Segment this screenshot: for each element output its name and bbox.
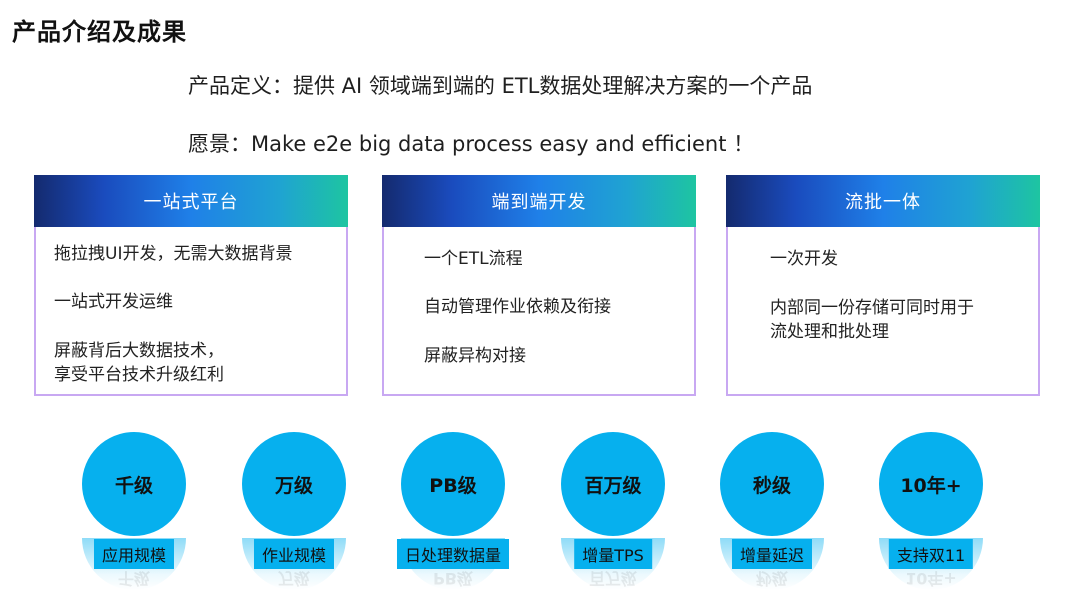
card-stream-batch-unified: 流批一体 一次开发 内部同一份存储可同时用于 流处理和批处理 xyxy=(726,175,1040,396)
stat-value-circle: PB级 xyxy=(401,432,505,536)
stat-value-circle: 百万级 xyxy=(561,432,665,536)
card-header: 一站式平台 xyxy=(34,175,348,227)
stat-job-scale: 万级 万级 作业规模 xyxy=(234,432,354,602)
stat-label: 增量TPS xyxy=(574,539,652,569)
stat-label: 应用规模 xyxy=(93,539,175,569)
stat-incremental-latency: 秒级 秒级 增量延迟 xyxy=(712,432,832,602)
card-end-to-end-dev: 端到端开发 一个ETL流程 自动管理作业依赖及衔接 屏蔽异构对接 xyxy=(382,175,696,396)
product-definition: 产品定义：提供 AI 领域端到端的 ETL数据处理解决方案的一个产品 xyxy=(188,74,813,98)
card-item: 屏蔽背后大数据技术， xyxy=(54,341,224,361)
card-header: 流批一体 xyxy=(726,175,1040,227)
card-item: 拖拉拽UI开发，无需大数据背景 xyxy=(54,244,293,264)
stat-value-circle: 10年+ xyxy=(879,432,983,536)
card-item: 屏蔽异构对接 xyxy=(424,346,526,366)
stat-value-circle: 万级 xyxy=(242,432,346,536)
card-header: 端到端开发 xyxy=(382,175,696,227)
stat-app-scale: 千级 千级 应用规模 xyxy=(74,432,194,602)
stat-double11-support: 10年+ 10年+ 支持双11 xyxy=(871,432,991,602)
card-item: 一站式开发运维 xyxy=(54,292,173,312)
product-vision: 愿景：Make e2e big data process easy and ef… xyxy=(188,132,755,156)
stat-label: 支持双11 xyxy=(888,539,974,569)
stat-incremental-tps: 百万级 百万级 增量TPS xyxy=(553,432,673,602)
card-item: 自动管理作业依赖及衔接 xyxy=(424,297,611,317)
stat-label: 日处理数据量 xyxy=(396,539,510,569)
card-item: 流处理和批处理 xyxy=(770,322,889,342)
stat-daily-data: PB级 PB级 日处理数据量 xyxy=(393,432,513,602)
stat-label: 增量延迟 xyxy=(731,539,813,569)
stat-label: 作业规模 xyxy=(253,539,335,569)
slide-title: 产品介绍及成果 xyxy=(12,18,187,46)
stat-value-circle: 秒级 xyxy=(720,432,824,536)
stat-value-circle: 千级 xyxy=(82,432,186,536)
card-item: 一个ETL流程 xyxy=(424,249,523,269)
card-item: 享受平台技术升级红利 xyxy=(54,365,224,385)
card-one-stop-platform: 一站式平台 拖拉拽UI开发，无需大数据背景 一站式开发运维 屏蔽背后大数据技术，… xyxy=(34,175,348,396)
card-item: 一次开发 xyxy=(770,249,838,269)
card-item: 内部同一份存储可同时用于 xyxy=(770,298,974,318)
